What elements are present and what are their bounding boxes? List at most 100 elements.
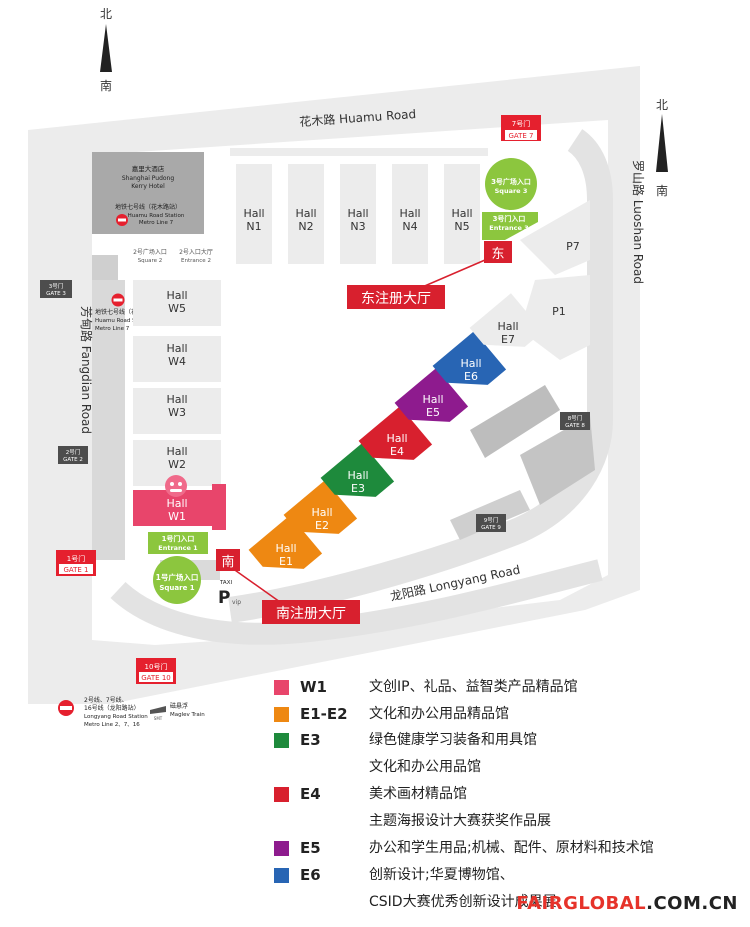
- kerry-hotel: 嘉里大酒店 Shanghai Pudong Kerry Hotel 地铁七号线（…: [92, 152, 204, 234]
- metro-left: 地铁七号线（花木路站） Huamu Road Station Metro Lin…: [95, 293, 161, 332]
- legend-row: E3 绿色健康学习装备和用具馆: [270, 729, 740, 751]
- svg-text:3号广场入口: 3号广场入口: [491, 177, 531, 186]
- maglev-icon: [150, 706, 166, 714]
- hotel-en1: Shanghai Pudong: [122, 175, 175, 182]
- legend-swatch: [274, 706, 289, 722]
- svg-text:Entrance 3: Entrance 3: [489, 224, 528, 232]
- hall-e4-l2: E4: [390, 445, 404, 458]
- svg-text:SMT: SMT: [154, 716, 163, 721]
- svg-text:10号门: 10号门: [145, 662, 168, 671]
- compass-south: 南: [100, 78, 112, 93]
- compass-north: 北: [100, 7, 112, 21]
- hall-e7-l2: E7: [501, 333, 515, 346]
- legend-desc: 创新设计;华夏博物馆、: [369, 867, 514, 883]
- hall-n5-l2: N5: [454, 220, 469, 233]
- compass-north: 北: [656, 98, 668, 112]
- hall-e7-l1: Hall: [497, 320, 518, 333]
- hall-n2-l1: Hall: [295, 207, 316, 220]
- svg-text:Entrance 2: Entrance 2: [181, 258, 211, 264]
- legend-row: E6 创新设计;华夏博物馆、: [270, 864, 740, 886]
- legend-code: E5: [300, 839, 321, 857]
- hall-n4-l2: N4: [402, 220, 417, 233]
- svg-text:GATE 3: GATE 3: [46, 291, 66, 297]
- legend-code: E4: [300, 785, 321, 803]
- gate-8: 8号门 GATE 8: [560, 412, 590, 430]
- compass-arrow-icon: [100, 24, 112, 72]
- mascot-icon: [165, 475, 187, 497]
- gate-2: 2号门 GATE 2: [58, 446, 88, 464]
- hall-n4-l1: Hall: [399, 207, 420, 220]
- east-tag: [484, 241, 512, 263]
- hall-e6-l2: E6: [464, 370, 478, 383]
- svg-text:9号门: 9号门: [484, 516, 499, 524]
- south-tag: [216, 549, 240, 571]
- brand-part1: FAIRGLOBAL: [516, 893, 647, 914]
- road-luoshan: 罗山路 Luoshan Road: [631, 160, 646, 284]
- metro-longyang: 2号线、7号线、 16号线（龙阳路站） Longyang Road Statio…: [58, 696, 148, 728]
- parking-east: P7 P1: [520, 200, 590, 360]
- gate-1: 1号门 GATE 1: [56, 550, 96, 576]
- hall-w4-l1: Hall: [166, 342, 187, 355]
- p7-label: P7: [566, 240, 580, 253]
- svg-text:1号门: 1号门: [67, 554, 85, 563]
- svg-text:南注册大厅: 南注册大厅: [276, 606, 346, 622]
- legend-swatch: [274, 733, 289, 748]
- gate-9: 9号门 GATE 9: [476, 514, 506, 532]
- svg-text:Entrance 1: Entrance 1: [158, 544, 198, 552]
- svg-text:Square 1: Square 1: [159, 584, 194, 592]
- hall-e3-l2: E3: [351, 482, 365, 495]
- hall-w4-l2: W4: [168, 355, 186, 368]
- east-registration: 东 东注册大厅: [347, 241, 512, 309]
- e-halls: Hall E1 Hall E2 Hall E3 Hall E4 Hall E5 …: [248, 293, 544, 569]
- hall-e5-l1: Hall: [422, 393, 443, 406]
- legend-row: E1-E2 文化和办公用品精品馆: [270, 703, 740, 725]
- svg-text:2号入口大厅: 2号入口大厅: [179, 248, 213, 256]
- brand-logo: FAIRGLOBAL.COM.CN: [516, 892, 738, 916]
- svg-text:地铁七号线（花木路站）: 地铁七号线（花木路站）: [95, 308, 161, 316]
- compass-top-left: 北 南: [100, 7, 112, 93]
- legend-code: E1-E2: [300, 704, 348, 723]
- svg-text:7号门: 7号门: [512, 119, 530, 128]
- svg-text:Square 3: Square 3: [495, 187, 528, 195]
- svg-text:3号门入口: 3号门入口: [493, 214, 526, 223]
- svg-text:Maglev Train: Maglev Train: [170, 712, 205, 718]
- hall-w3-l1: Hall: [166, 393, 187, 406]
- hall-w1-l2: W1: [168, 510, 186, 523]
- legend-swatch: [274, 868, 289, 883]
- hall-e2-l2: E2: [315, 519, 329, 532]
- hall-e6-l1: Hall: [460, 357, 481, 370]
- p-label: P: [218, 588, 230, 608]
- entrance1: 1号门入口 Entrance 1: [148, 532, 208, 554]
- square1: 1号广场入口 Square 1: [153, 556, 201, 604]
- p1-label: P1: [552, 305, 566, 318]
- svg-text:Huamu Road Station: Huamu Road Station: [95, 318, 152, 324]
- south-registration: 南 南注册大厅: [216, 549, 360, 624]
- legend-desc: 主题海报设计大赛获奖作品展: [369, 813, 551, 829]
- legend-desc: 文化和办公用品馆: [369, 759, 481, 775]
- legend-swatch: [274, 787, 289, 802]
- hall-e3-l1: Hall: [347, 469, 368, 482]
- svg-text:GATE 8: GATE 8: [565, 423, 585, 429]
- svg-text:磁悬浮: 磁悬浮: [170, 702, 188, 710]
- svg-text:1号门入口: 1号门入口: [162, 534, 195, 543]
- svg-text:GATE 2: GATE 2: [63, 457, 83, 463]
- hall-e1-l2: E1: [279, 555, 293, 568]
- hall-w2-l2: W2: [168, 458, 186, 471]
- taxi-parking: TAXI P vip: [218, 580, 241, 608]
- hall-e1-l1: Hall: [275, 542, 296, 555]
- n-halls: Hall N1 Hall N2 Hall N3 Hall N4 Hall N5: [230, 148, 488, 264]
- legend-row: E4 美术画材精品馆: [270, 783, 740, 805]
- svg-text:GATE 9: GATE 9: [481, 525, 501, 531]
- svg-text:GATE 10: GATE 10: [141, 674, 171, 682]
- hall-n2-l2: N2: [298, 220, 313, 233]
- svg-text:南: 南: [221, 554, 234, 570]
- hall-e2-l1: Hall: [311, 506, 332, 519]
- compass-arrow-icon: [656, 114, 668, 172]
- svg-text:GATE 7: GATE 7: [508, 132, 533, 140]
- legend-row: 主题海报设计大赛获奖作品展: [270, 810, 740, 832]
- square3: 3号广场入口 Square 3: [485, 158, 537, 210]
- svg-text:Square 2: Square 2: [138, 258, 163, 264]
- legend-code: W1: [300, 678, 327, 696]
- svg-text:2号线、7号线、: 2号线、7号线、: [84, 696, 128, 704]
- legend-code: E3: [300, 731, 321, 749]
